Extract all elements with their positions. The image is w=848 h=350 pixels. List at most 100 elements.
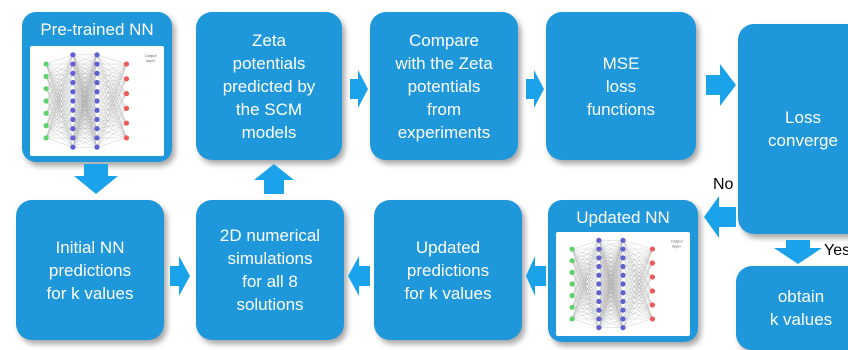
nn-connection [622, 290, 653, 302]
nn-connection [46, 82, 73, 89]
nn-connection [572, 240, 599, 261]
nn-connection [598, 240, 624, 311]
nn-connection [46, 119, 73, 126]
nn-connection [96, 100, 127, 109]
nn-connection [571, 240, 599, 296]
nn-node [94, 89, 100, 95]
nn-connection [96, 78, 127, 129]
nn-connection [622, 248, 653, 285]
nn-node [94, 61, 100, 67]
nn-connection [45, 113, 73, 139]
nn-node [43, 73, 49, 79]
nn-connection [46, 110, 73, 114]
nn-node [94, 98, 100, 104]
nn-connection [572, 301, 599, 320]
nn-node [94, 52, 100, 58]
nn-node [70, 126, 76, 132]
nn-connection [572, 266, 599, 273]
nn-connection [598, 257, 624, 328]
nn-node [43, 135, 49, 141]
nn-connection [96, 93, 127, 111]
nn-connection [572, 240, 599, 250]
nn-connection [622, 248, 653, 302]
nn-connection [622, 292, 653, 306]
nn-connection [571, 283, 599, 308]
nn-connection [622, 276, 653, 293]
nn-node [620, 263, 626, 270]
nn-connection [571, 240, 599, 273]
nn-connection [96, 128, 127, 139]
nn-node [94, 79, 100, 86]
nn-node [70, 107, 76, 113]
nn-node [596, 307, 602, 313]
nn-node [43, 123, 49, 129]
nn-connection [96, 78, 127, 111]
nn-node [596, 298, 602, 305]
nn-connection [72, 73, 98, 148]
nn-connection [46, 113, 73, 129]
pretrained-nn-title: Pre-trained NN [40, 20, 154, 39]
nn-node [569, 281, 575, 287]
nn-connection [572, 292, 599, 308]
nn-connection [96, 100, 127, 139]
nn-connection [46, 110, 73, 126]
nn-output-caption: layer [672, 243, 681, 248]
nn-node [620, 246, 626, 252]
nn-connection [572, 292, 599, 296]
nn-connection [572, 307, 599, 320]
nn-node [569, 293, 575, 299]
initial-nn-box: Initial NN predictions for k values [16, 200, 164, 340]
nn-connection [96, 63, 127, 111]
nn-connection [96, 78, 127, 83]
nn-node [596, 272, 602, 278]
nn-connection [46, 100, 73, 114]
nn-connection [571, 275, 599, 308]
nn-connection [598, 283, 624, 328]
no-label: No [713, 176, 734, 193]
nn-connection [72, 54, 98, 138]
nn-connection [571, 240, 599, 319]
nn-connection [622, 240, 653, 250]
nn-connection [72, 119, 98, 148]
nn-connection [622, 249, 653, 311]
nn-connection [72, 54, 98, 102]
nn-connection [571, 249, 599, 319]
nn-connection [622, 283, 653, 306]
nn-connection [96, 82, 127, 139]
nn-connection [622, 310, 653, 320]
nn-connection [598, 249, 624, 328]
nn-connection [45, 63, 73, 102]
nn-node [596, 290, 602, 296]
nn-connection [45, 54, 73, 138]
nn-connection [72, 110, 98, 148]
nn-connection [572, 307, 599, 328]
nn-connection [96, 110, 127, 124]
nn-connection [598, 240, 624, 276]
nn-connection [571, 257, 599, 308]
nn-connection [45, 110, 73, 139]
nn-connection [571, 295, 599, 320]
nn-node [70, 98, 76, 104]
nn-node [569, 258, 575, 264]
nn-connection [45, 73, 73, 114]
updated-predictions-box: Updated predictions for k values [374, 200, 522, 340]
nn-connection [572, 248, 599, 261]
nn-connection [622, 301, 653, 306]
nn-node [620, 272, 626, 278]
nn-connection [96, 82, 127, 109]
nn-connection [45, 82, 73, 126]
nn-connection [598, 266, 624, 328]
nn-connection [598, 275, 624, 328]
nn-connection [571, 275, 599, 320]
nn-connection [72, 54, 98, 74]
nn-connection [46, 63, 73, 74]
nn-connection [96, 93, 127, 102]
nn-connection [96, 91, 127, 139]
nn-connection [622, 276, 653, 302]
compare-box: Compare with the Zeta potentials from ex… [370, 12, 518, 160]
nn-connection [622, 318, 653, 328]
nn-connection [46, 63, 73, 83]
nn-connection [72, 54, 98, 65]
nn-connection [45, 91, 73, 139]
